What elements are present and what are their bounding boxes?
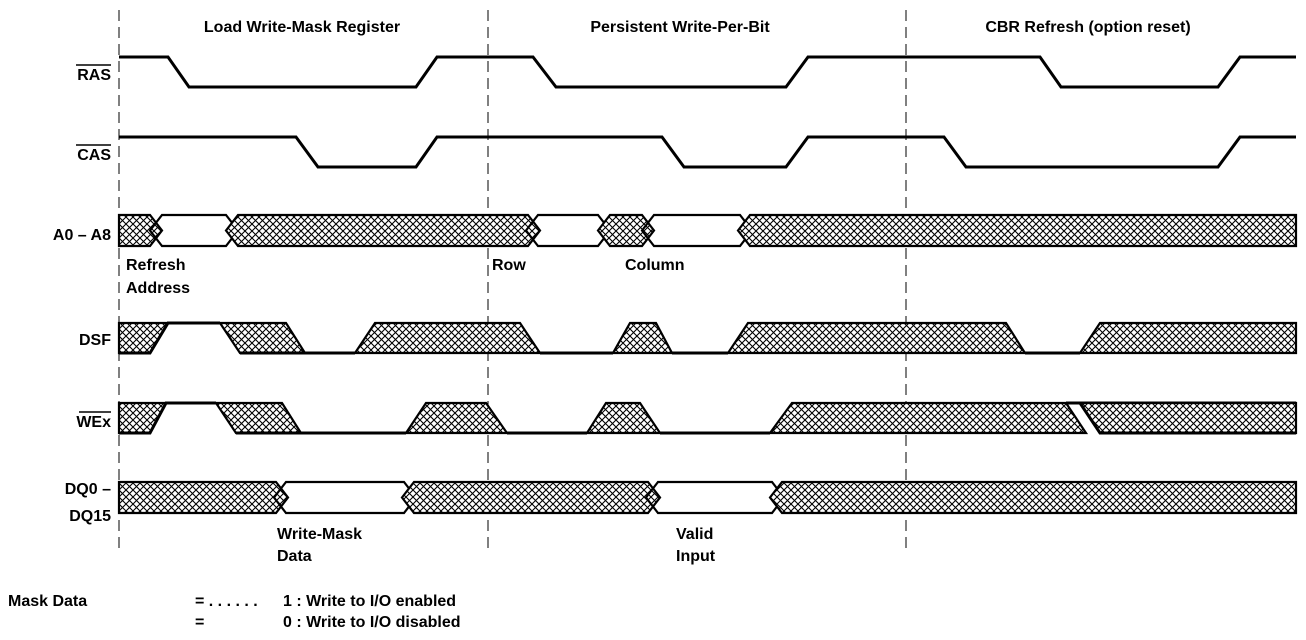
dq-window-5 xyxy=(768,480,1298,515)
dsf-hatch-6-fill xyxy=(1080,323,1296,353)
dsf-hatch-5-fill xyxy=(728,323,1025,353)
legend-label: Mask Data xyxy=(8,593,87,610)
legend-line1-text: 1 : Write to I/O enabled xyxy=(283,593,456,610)
annotation-write-mask-line2: Data xyxy=(277,548,312,565)
addr-window-5-fill xyxy=(598,215,654,246)
phase-dividers xyxy=(118,10,907,548)
dq-window-5-fill xyxy=(770,482,1296,513)
we-line-6 xyxy=(1078,402,1296,435)
legend-line2-eq: = xyxy=(195,614,204,631)
we-hatch-1-fill xyxy=(119,403,166,433)
cas-waveform xyxy=(119,135,1296,169)
dsf-hatch-1-fill xyxy=(119,323,168,353)
phase-title-persistent-wpb: Persistent Write-Per-Bit xyxy=(590,19,770,36)
addr-window-7-fill xyxy=(738,215,1296,246)
annotation-refresh-line2: Address xyxy=(126,280,190,297)
we-hatch-4-fill xyxy=(587,403,660,433)
annotation-valid-line1: Valid xyxy=(676,526,713,543)
dsf-line-1 xyxy=(119,321,220,355)
dq-window-write-mask xyxy=(272,480,418,515)
addr-window-5 xyxy=(596,213,656,248)
phase-title-load-write-mask: Load Write-Mask Register xyxy=(204,19,400,36)
we-hatch-5-fill xyxy=(770,403,1086,433)
signal-label-dq-line1: DQ0 – xyxy=(65,481,111,498)
signal-label-ras: RAS xyxy=(77,67,111,84)
dq-window-valid-input xyxy=(644,480,786,515)
dsf-hatch-4-fill xyxy=(613,323,672,353)
waveforms xyxy=(117,55,1298,515)
dq-window-1-fill xyxy=(119,482,288,513)
addr-window-3 xyxy=(224,213,542,248)
dq-window-3 xyxy=(400,480,662,515)
addr-window-1-fill xyxy=(119,215,162,246)
dsf-hatch-2-fill xyxy=(220,323,305,353)
addr-window-3-fill xyxy=(226,215,540,246)
dsf-hatch-6 xyxy=(1077,321,1298,355)
addr-window-column xyxy=(640,213,754,248)
annotation-row: Row xyxy=(492,257,526,274)
signal-label-cas: CAS xyxy=(77,147,111,164)
we-hatch-2-fill xyxy=(216,403,301,433)
annotation-refresh-line1: Refresh xyxy=(126,257,186,274)
signal-label-addr: A0 – A8 xyxy=(53,227,111,244)
signal-label-dsf: DSF xyxy=(79,332,111,349)
dq-window-3-fill xyxy=(402,482,660,513)
we-hatch-6-fill xyxy=(1080,403,1296,433)
we-line-1 xyxy=(119,401,216,435)
annotation-write-mask-line1: Write-Mask xyxy=(277,526,362,543)
dsf-hatch-3-fill xyxy=(355,323,540,353)
signal-label-dq-line2: DQ15 xyxy=(69,508,111,525)
ras-waveform xyxy=(119,55,1296,89)
addr-window-7 xyxy=(736,213,1298,248)
signal-label-we: WEx xyxy=(76,414,111,431)
dq-window-1 xyxy=(117,480,290,515)
phase-title-cbr-refresh: CBR Refresh (option reset) xyxy=(985,19,1190,36)
legend-line1-eq: = . . . . . . xyxy=(195,593,258,610)
legend-line2-text: 0 : Write to I/O disabled xyxy=(283,614,461,631)
annotation-valid-line2: Input xyxy=(676,548,716,565)
annotation-column: Column xyxy=(625,257,685,274)
we-hatch-5 xyxy=(767,401,1089,435)
we-hatch-3-fill xyxy=(406,403,507,433)
